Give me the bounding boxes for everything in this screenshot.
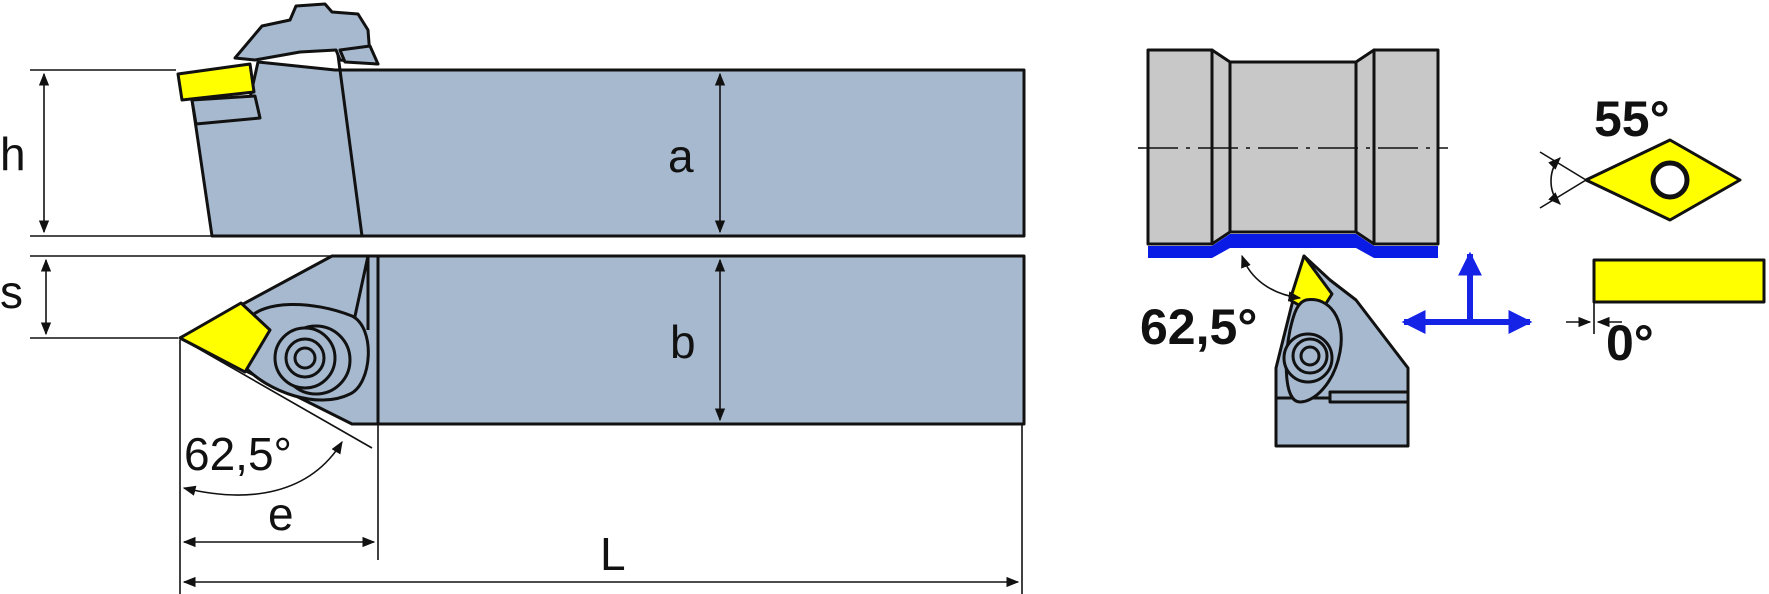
top-view-screw bbox=[273, 324, 352, 396]
insert-side-profile bbox=[1592, 258, 1766, 304]
cut-surface bbox=[1148, 234, 1438, 258]
side-view-insert bbox=[176, 62, 256, 102]
dim-L-label: L bbox=[600, 528, 626, 580]
workpiece bbox=[1146, 48, 1214, 246]
insert-shape-view: 55° bbox=[1539, 91, 1742, 222]
top-view-insert bbox=[178, 301, 272, 374]
dim-e-label: e bbox=[268, 488, 294, 540]
side-view bbox=[176, 2, 1026, 238]
insert-angle-label: 55° bbox=[1594, 91, 1670, 147]
dim-b-label: b bbox=[670, 316, 696, 368]
dim-s-label: s bbox=[0, 266, 23, 318]
dim-a-label: a bbox=[668, 130, 694, 182]
dim-h-label: h bbox=[0, 128, 26, 180]
top-view-shank bbox=[376, 254, 1026, 426]
side-view-shank bbox=[190, 60, 1026, 238]
clearance-angle-label: 0° bbox=[1606, 315, 1654, 371]
clearance-view: 0° bbox=[1566, 258, 1766, 371]
side-angle-label: 62,5° bbox=[184, 428, 292, 480]
dimensions: h s a b e L 62,5° bbox=[0, 69, 1023, 594]
approach-angle-label: 62,5° bbox=[1140, 299, 1257, 355]
side-view-seat bbox=[190, 94, 262, 126]
top-view bbox=[178, 254, 1026, 449]
feed-direction-arrows bbox=[1401, 251, 1533, 334]
application-view: 62,5° bbox=[1138, 48, 1448, 448]
